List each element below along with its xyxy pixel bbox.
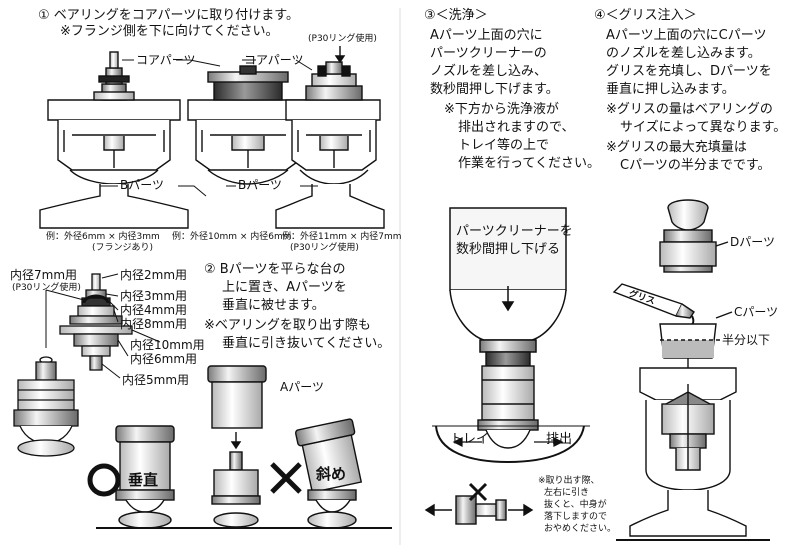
can-label-line1: パーツクリーナーを [456, 224, 573, 239]
vertical-label: 垂直 [128, 471, 159, 489]
example-1-note: (フランジあり) [92, 243, 154, 253]
core-part-label-2: コアパーツ [244, 53, 304, 67]
size-d7-note: (P30リング使用) [12, 283, 81, 293]
b-part-label-1: Bパーツ [120, 178, 164, 192]
size-d7: 内径7mm用 [10, 268, 78, 282]
a-part-label: Aパーツ [280, 380, 324, 394]
section3-line1: Aパーツ上面の穴に [430, 28, 543, 43]
diagonal-label: 斜め [316, 465, 347, 483]
small-bearing-assembly [13, 356, 79, 457]
size-d3: 内径3mm用 [120, 289, 188, 303]
section4-note3: ※グリスの最大充填量は [606, 140, 747, 155]
example-3-note: (P30リング使用) [290, 243, 359, 253]
grease-tube [612, 283, 695, 327]
cleaner-can [449, 207, 567, 353]
d-part-label: Dパーツ [730, 235, 776, 249]
section3-title: ③＜洗浄＞ [424, 8, 488, 23]
drain-label: 排出 [546, 432, 573, 447]
section4-title: ④＜グリス注入＞ [594, 8, 697, 23]
b-part-label-2: Bパーツ [238, 178, 282, 192]
core-part-callouts [122, 59, 313, 71]
size-d10: 内径10mm用 [130, 338, 205, 352]
half-or-less-label: 半分以下 [722, 333, 771, 347]
cleaning-assembly [477, 351, 539, 449]
section3-note3: トレイ等の上で [458, 138, 550, 153]
can-label-line2: 数秒間押し下げる [456, 242, 561, 257]
size-d5: 内径5mm用 [122, 373, 190, 387]
vertical-assembly [115, 425, 175, 529]
section4-line2: のノズルを差し込みます。 [606, 46, 761, 61]
core-part-label-1: コアパーツ [136, 53, 196, 67]
ng-cross-icon [270, 462, 302, 494]
size-d6: 内径6mm用 [130, 352, 198, 366]
section2-title: ② Bパーツを平らな台の [204, 262, 346, 277]
section3-line2: パーツクリーナーの [430, 46, 547, 61]
warn-line3: 抜くと、中身が [544, 500, 607, 510]
c-part-cup [659, 311, 733, 385]
section4-note1: ※グリスの量はベアリングの [606, 102, 773, 117]
section4-line4: 垂直に押し込みます。 [606, 82, 735, 97]
section3-note4: 作業を行ってください。 [458, 156, 600, 171]
tray [435, 425, 585, 464]
section2-line2: 上に置き、Aパーツを [222, 280, 347, 295]
section4-note4: Cパーツの半分までです。 [620, 158, 771, 173]
assembly-1 [39, 51, 189, 229]
warn-line4: 落下しますので [544, 512, 608, 522]
tray-label: トレイ [450, 432, 490, 447]
section4-note2: サイズによって異なります。 [620, 120, 787, 135]
ok-circle-icon [87, 463, 121, 497]
section2-note1: ※ベアリングを取り出す際も [204, 318, 371, 333]
example-2: 例：外径10mm × 内径6mm [172, 232, 292, 242]
section3-line4: 数秒間押し下げます。 [430, 82, 559, 97]
example-3: 例：外径11mm × 内径7mm [282, 232, 402, 242]
size-d4: 内径4mm用 [120, 303, 188, 317]
section3-note1: ※下方から洗浄液が [444, 102, 559, 117]
assembly-3 [275, 46, 385, 229]
grease-assembly [629, 367, 747, 537]
section4-line3: グリスを充填し、Dパーツを [606, 64, 772, 79]
section1-title: ① ベアリングをコアパーツに取り付けます。 [38, 8, 299, 23]
c-part-label: Cパーツ [734, 305, 779, 319]
drain-arrows [452, 437, 564, 447]
warn-line5: おやめください。 [544, 524, 617, 534]
section2-note2: 垂直に引き抜いてください。 [222, 336, 391, 351]
size-d8: 内径8mm用 [120, 317, 188, 331]
diagonal-assembly [294, 418, 363, 529]
d-part [659, 199, 729, 273]
assembly-2 [187, 65, 309, 185]
section2-line3: 垂直に被せます。 [222, 298, 325, 313]
b-part-on-table [211, 451, 261, 528]
warn-line2: 左右に引き [544, 488, 590, 498]
section4-line1: Aパーツ上面の穴にCパーツ [606, 28, 767, 43]
size-callout-lines [45, 273, 161, 379]
p30-ring-label: (P30リング使用) [308, 34, 377, 44]
pull-out-warning [424, 482, 534, 525]
warn-line1: ※取り出す際、 [538, 476, 600, 486]
section3-line3: ノズルを差し込み、 [430, 64, 548, 79]
size-d2: 内径2mm用 [120, 268, 188, 282]
example-1: 例：外径6mm × 内径3mm [46, 232, 160, 242]
a-part-cup [207, 365, 267, 450]
b-part-callouts [100, 185, 318, 197]
section3-note2: 排出されますので、 [458, 120, 575, 135]
size-core-stack [59, 273, 133, 371]
section1-note: ※フランジ側を下に向けてください。 [60, 24, 279, 39]
